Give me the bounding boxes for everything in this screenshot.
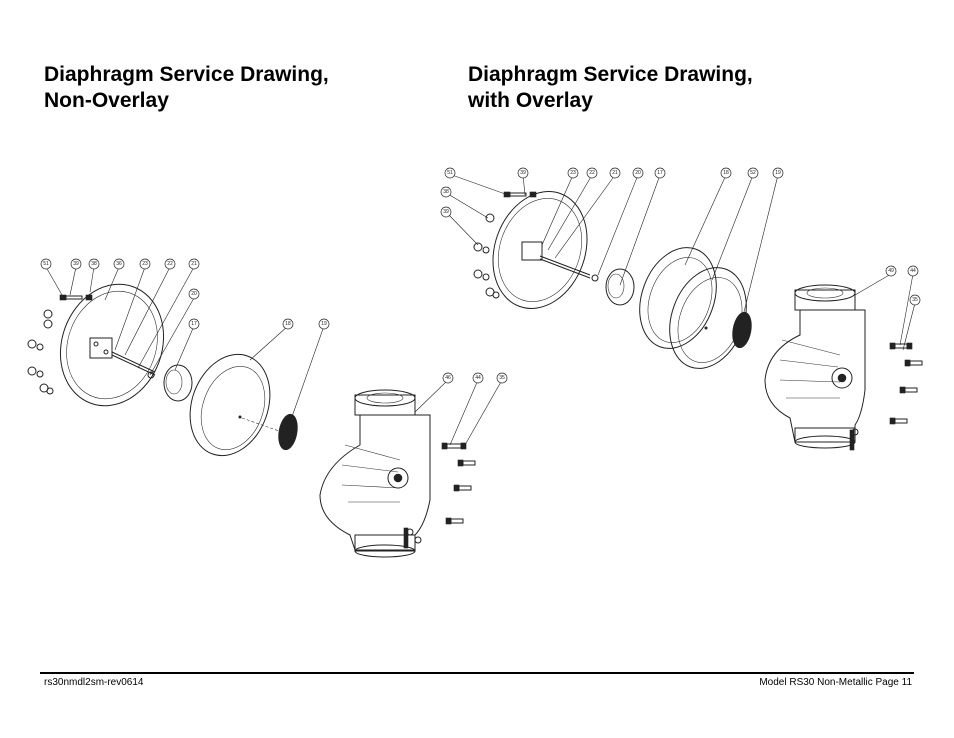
callout-39: 39 xyxy=(70,258,82,270)
svg-text:39: 39 xyxy=(443,209,449,215)
svg-text:20: 20 xyxy=(191,291,197,297)
callout-21: 21 xyxy=(188,258,200,270)
inner-diaphragm-plate xyxy=(163,364,193,402)
callout-21: 21 xyxy=(609,167,621,179)
svg-text:18: 18 xyxy=(723,170,729,176)
fastener-group-right xyxy=(889,342,923,425)
leader-lines xyxy=(447,174,916,351)
callout-17: 17 xyxy=(188,318,200,330)
callout-44: 44 xyxy=(907,265,919,277)
svg-text:35: 35 xyxy=(912,297,918,303)
exploded-drawing-non-overlay: 51 39 38 36 23 22 21 20 17 18 19 46 44 3… xyxy=(27,258,508,558)
callout-49: 49 xyxy=(885,265,897,277)
svg-text:49: 49 xyxy=(888,268,894,274)
svg-text:21: 21 xyxy=(612,170,618,176)
title-non-overlay-line1: Diaphragm Service Drawing, xyxy=(44,63,329,86)
svg-text:44: 44 xyxy=(475,375,481,381)
svg-text:22: 22 xyxy=(167,261,173,267)
fastener-group-left xyxy=(473,191,537,299)
callout-19: 19 xyxy=(318,318,330,330)
callout-19: 19 xyxy=(772,167,784,179)
callout-18: 18 xyxy=(282,318,294,330)
title-with-overlay-line2: with Overlay xyxy=(468,89,593,112)
fastener-group-right xyxy=(441,442,476,525)
title-non-overlay-line2: Non-Overlay xyxy=(44,89,169,112)
svg-text:51: 51 xyxy=(43,261,49,267)
svg-text:18: 18 xyxy=(285,321,291,327)
svg-text:17: 17 xyxy=(191,321,197,327)
svg-text:52: 52 xyxy=(750,170,756,176)
title-with-overlay: Diaphragm Service Drawing, with Overlay xyxy=(468,62,753,114)
pump-center-body xyxy=(764,284,866,451)
callout-20: 20 xyxy=(632,167,644,179)
callout-20: 20 xyxy=(188,288,200,300)
svg-text:36: 36 xyxy=(116,261,122,267)
callout-44: 44 xyxy=(472,372,484,384)
svg-text:51: 51 xyxy=(447,170,453,176)
svg-text:38: 38 xyxy=(443,189,449,195)
diaphragm-backup-disc xyxy=(278,413,298,451)
callout-52: 52 xyxy=(747,167,759,179)
svg-text:23: 23 xyxy=(570,170,576,176)
callout-35: 35 xyxy=(909,294,921,306)
svg-text:17: 17 xyxy=(657,170,663,176)
svg-text:23: 23 xyxy=(142,261,148,267)
callout-39: 39 xyxy=(517,167,529,179)
svg-text:20: 20 xyxy=(635,170,641,176)
callout-51: 51 xyxy=(444,167,456,179)
svg-text:39: 39 xyxy=(520,170,526,176)
callout-38: 38 xyxy=(88,258,100,270)
diaphragm xyxy=(189,353,283,457)
callout-46: 46 xyxy=(442,372,454,384)
diaphragm-shaft xyxy=(539,255,599,282)
svg-text:35: 35 xyxy=(499,375,505,381)
svg-text:19: 19 xyxy=(775,170,781,176)
callout-39-lower: 39 xyxy=(440,206,452,218)
diaphragm-backup-disc xyxy=(732,311,752,349)
inner-diaphragm-plate xyxy=(605,268,635,306)
title-non-overlay: Diaphragm Service Drawing, Non-Overlay xyxy=(44,62,329,114)
svg-text:19: 19 xyxy=(321,321,327,327)
diaphragm-shaft xyxy=(111,351,156,379)
callout-35: 35 xyxy=(496,372,508,384)
callout-18: 18 xyxy=(720,167,732,179)
callout-23: 23 xyxy=(139,258,151,270)
pump-center-body xyxy=(319,389,431,558)
callout-17: 17 xyxy=(654,167,666,179)
svg-text:46: 46 xyxy=(445,375,451,381)
svg-text:22: 22 xyxy=(589,170,595,176)
footer-rule xyxy=(40,672,914,674)
svg-text:39: 39 xyxy=(73,261,79,267)
callout-51: 51 xyxy=(40,258,52,270)
svg-text:44: 44 xyxy=(910,268,916,274)
exploded-drawing-with-overlay: 51 39 38 39 23 22 21 20 17 18 52 19 49 4… xyxy=(440,167,923,451)
outer-diaphragm-plate xyxy=(59,283,165,407)
footer-doc-code: rs30nmdl2sm-rev0614 xyxy=(44,677,144,688)
callout-23: 23 xyxy=(567,167,579,179)
diaphragm xyxy=(639,247,717,349)
callout-22: 22 xyxy=(164,258,176,270)
footer-page-label: Model RS30 Non-Metallic Page 11 xyxy=(759,677,912,688)
callout-22: 22 xyxy=(586,167,598,179)
svg-text:38: 38 xyxy=(91,261,97,267)
callout-36: 36 xyxy=(113,258,125,270)
leader-lines xyxy=(45,266,503,446)
outer-diaphragm-plate xyxy=(492,191,588,309)
svg-text:21: 21 xyxy=(191,261,197,267)
title-with-overlay-line1: Diaphragm Service Drawing, xyxy=(468,63,753,86)
callout-38: 38 xyxy=(440,186,452,198)
